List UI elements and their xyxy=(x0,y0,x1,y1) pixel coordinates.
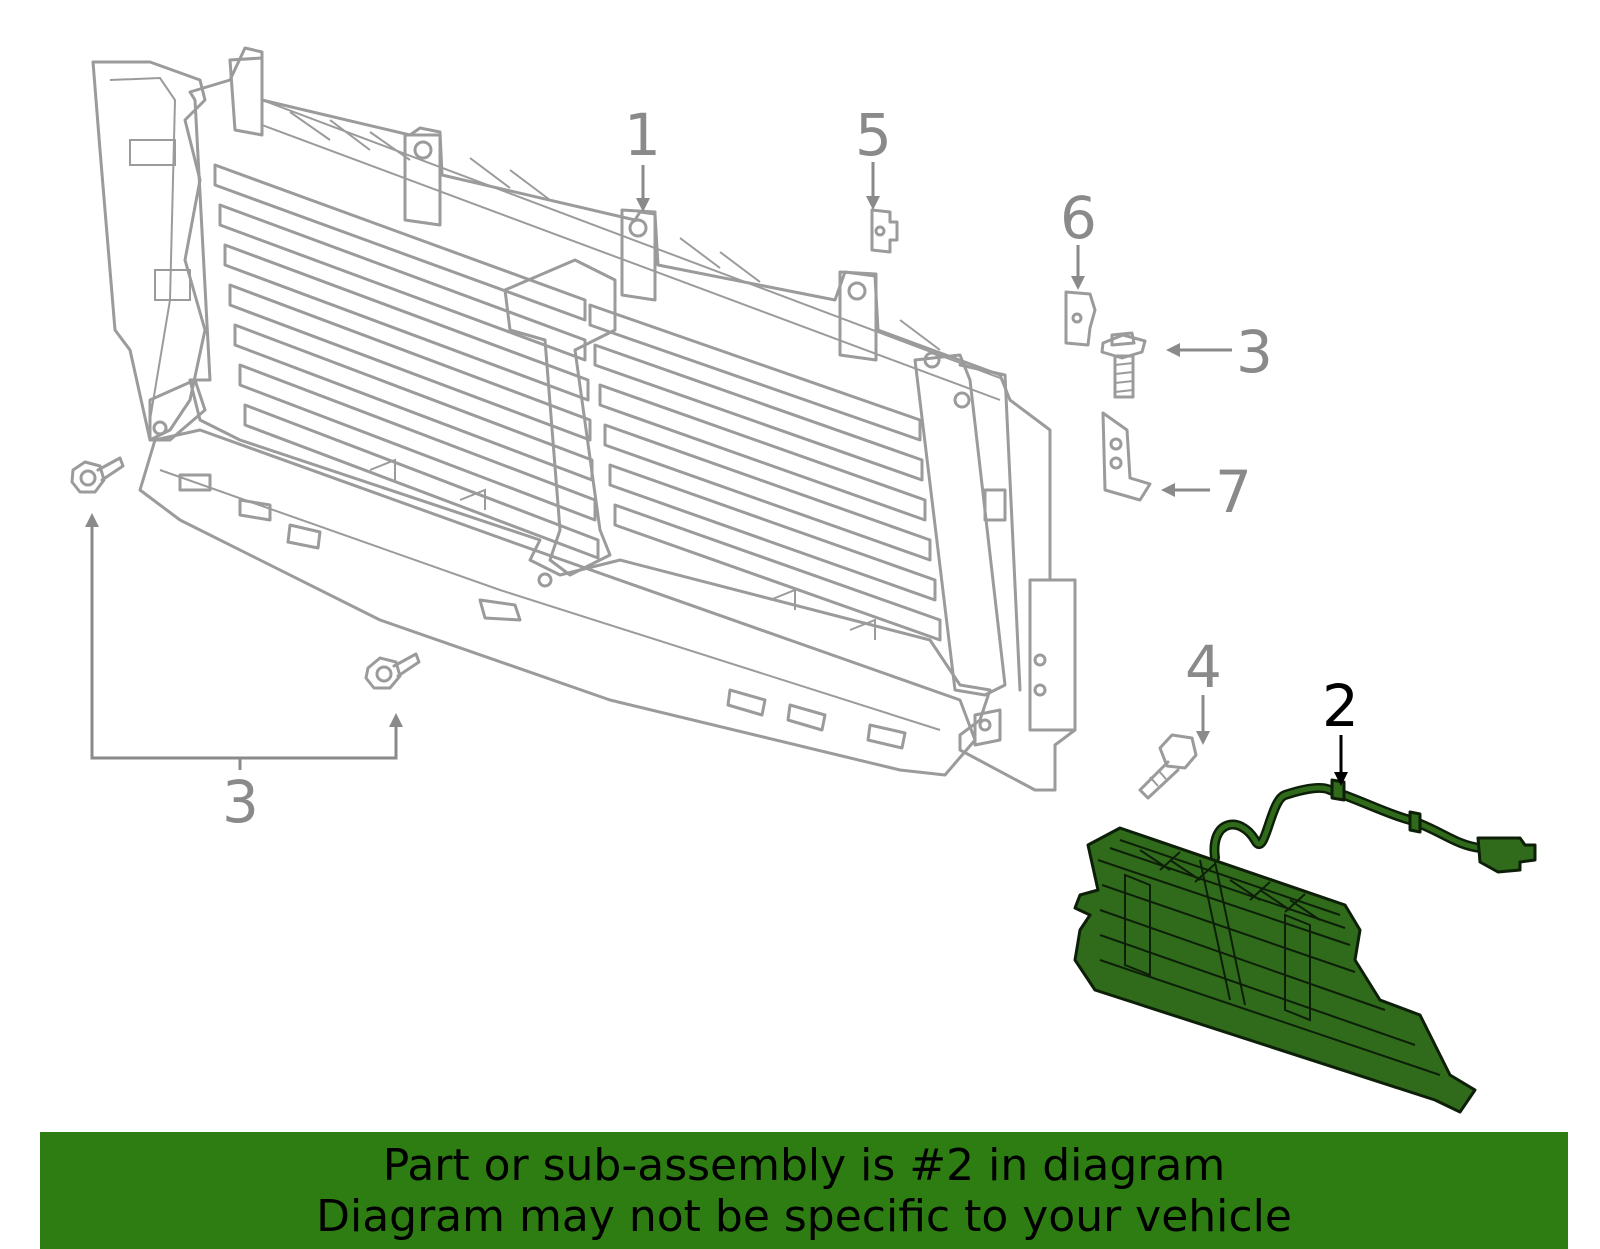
info-banner: Part or sub-assembly is #2 in diagram Di… xyxy=(40,1132,1568,1249)
callout-5: 5 xyxy=(855,101,892,169)
clip-part-5[interactable] xyxy=(870,208,899,254)
callout-3-bottom: 3 xyxy=(222,768,259,836)
clip-part-6[interactable] xyxy=(1064,290,1097,347)
callout-3-right: 3 xyxy=(1236,318,1273,386)
callout-6: 6 xyxy=(1060,184,1097,252)
bolt-part-4[interactable] xyxy=(1138,733,1198,800)
bolt-part-3-left[interactable] xyxy=(70,456,125,494)
callout-2: 2 xyxy=(1322,672,1359,740)
bolt-part-3-right[interactable] xyxy=(1100,331,1147,399)
bracket-part-7[interactable] xyxy=(1101,411,1152,502)
callout-4: 4 xyxy=(1185,633,1222,701)
bolt-part-3-center[interactable] xyxy=(364,652,421,690)
leader-lines xyxy=(85,162,1348,786)
grille-frame-part-1[interactable] xyxy=(91,46,1077,792)
banner-line-2: Diagram may not be specific to your vehi… xyxy=(316,1190,1292,1242)
banner-line-1: Part or sub-assembly is #2 in diagram xyxy=(382,1139,1226,1191)
callout-7: 7 xyxy=(1215,458,1252,526)
callout-1: 1 xyxy=(624,101,661,169)
active-grille-shutter-part-2[interactable] xyxy=(1073,778,1537,1114)
